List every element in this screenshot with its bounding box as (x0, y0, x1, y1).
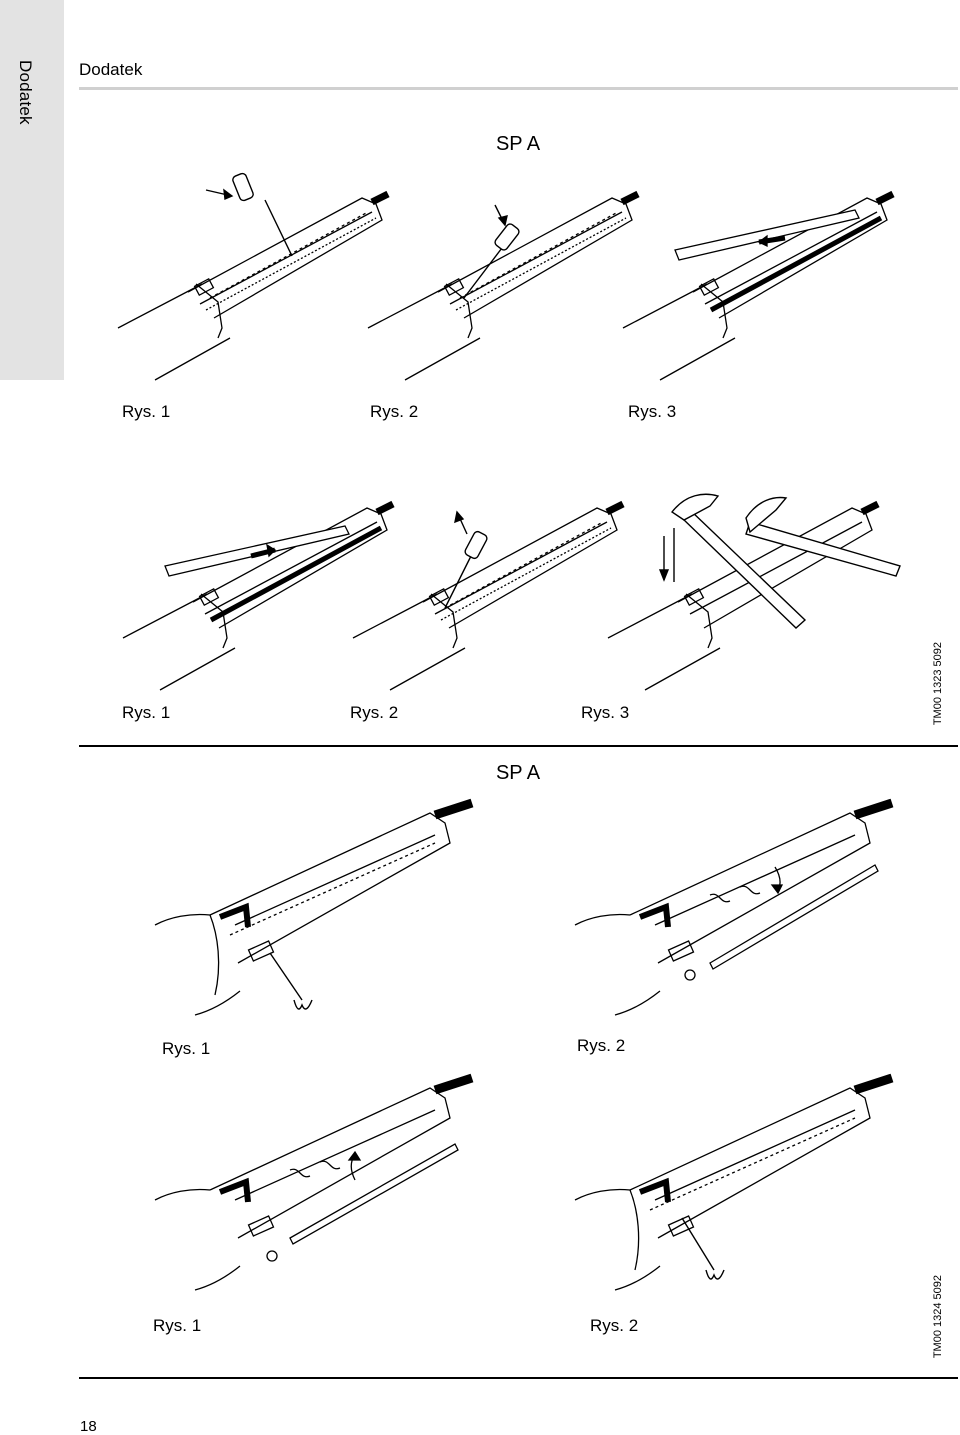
figure-4-strap (115, 470, 415, 700)
section-title-top: SP A (495, 133, 541, 155)
side-tab: Dodatek (0, 0, 64, 380)
section-title-bottom: SP A (495, 762, 541, 784)
figure-1-screwdriver (110, 160, 410, 390)
section-divider (79, 745, 958, 747)
figure-2-screwdriver (360, 160, 660, 390)
caption-top-r1-3: Rys. 3 (628, 402, 677, 421)
caption-top-r2-3: Rys. 3 (581, 703, 630, 722)
figure-3-strap (615, 160, 915, 390)
figure-code-top: TM00 1323 5092 (932, 642, 944, 726)
figure-5-screwdriver (345, 470, 645, 700)
header-title: Dodatek (79, 60, 143, 79)
figure-code-bottom: TM00 1324 5092 (932, 1275, 944, 1359)
figure-6-hammers (600, 470, 920, 700)
figure-10-fork-key (570, 1070, 910, 1310)
caption-top-r2-1: Rys. 1 (122, 703, 171, 722)
caption-top-r1-1: Rys. 1 (122, 402, 171, 421)
figure-7-fork-key (150, 795, 490, 1035)
caption-top-r1-2: Rys. 2 (370, 402, 419, 421)
page-number: 18 (80, 1418, 97, 1435)
figure-9-rod (150, 1070, 490, 1310)
footer-divider (79, 1377, 958, 1379)
caption-bottom-r2-1: Rys. 1 (153, 1316, 202, 1335)
caption-bottom-r2-2: Rys. 2 (590, 1316, 639, 1335)
caption-bottom-r1-2: Rys. 2 (577, 1036, 626, 1055)
caption-bottom-r1-1: Rys. 1 (162, 1039, 211, 1058)
figure-8-rod (570, 795, 910, 1035)
caption-top-r2-2: Rys. 2 (350, 703, 399, 722)
header-divider (79, 87, 958, 90)
side-tab-label: Dodatek (16, 60, 35, 125)
